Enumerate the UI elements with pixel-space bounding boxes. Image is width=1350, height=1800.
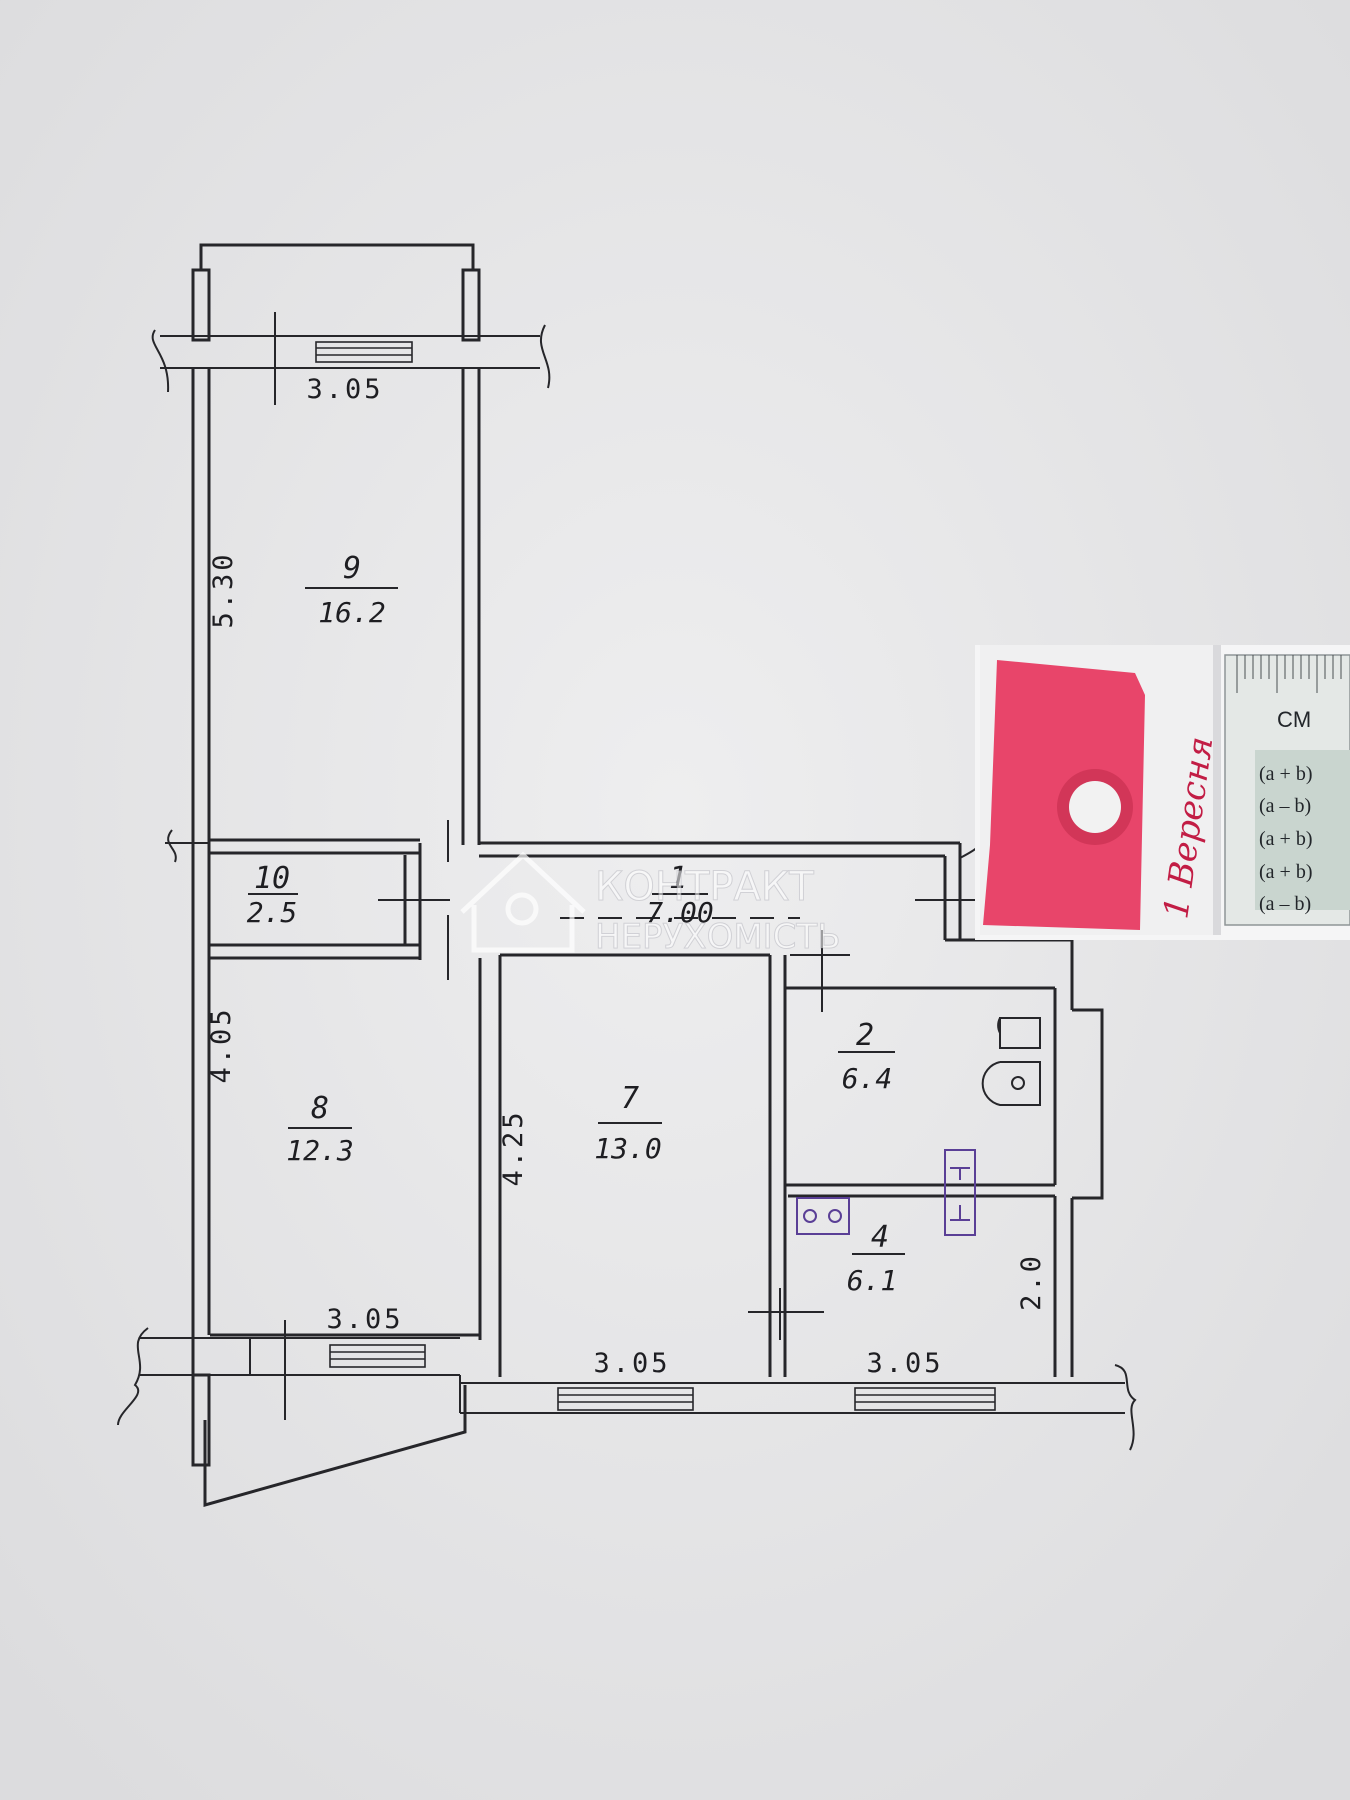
toilet-icon: [997, 1017, 1041, 1049]
bathroom-fixtures: [981, 1017, 1041, 1106]
dimension-room9-width: 3.05: [306, 374, 383, 405]
room-number: 2: [856, 1018, 874, 1053]
top-wall: [151, 312, 551, 405]
dimension-room8-length: 4.05: [206, 1006, 237, 1083]
room-number: 4: [871, 1220, 889, 1255]
dimension-room8-width: 3.05: [326, 1304, 403, 1335]
formula-4: (a + b): [1259, 861, 1312, 883]
watermark: КОНТРАКТ НЕРУХОМІСТЬ: [460, 851, 841, 958]
room-9-walls: [191, 368, 481, 1462]
bottom-wall: [117, 1320, 1137, 1451]
room-number: 8: [311, 1091, 329, 1126]
room-number: 7: [621, 1081, 639, 1116]
sink-icon: [981, 1061, 1041, 1106]
dimension-room9-length: 5.30: [208, 551, 239, 628]
watermark-line2: НЕРУХОМІСТЬ: [595, 917, 841, 957]
room-label-1: 1 7.00: [646, 861, 713, 929]
dimension-room4-length: 2.0: [1016, 1253, 1047, 1311]
room-label-2: 2 6.4: [838, 1018, 895, 1095]
balcony-top: [191, 243, 481, 342]
dimension-room7-length: 4.25: [498, 1109, 529, 1186]
sticker: 1 Вересня CM (a + b) (a – b) (a + b) (a …: [975, 645, 1350, 940]
room-area: 12.3: [286, 1134, 353, 1167]
room-area: 6.4: [842, 1062, 893, 1095]
room-number: 10: [254, 861, 290, 896]
room-label-8: 8 12.3: [286, 1091, 353, 1167]
dimension-room7-width: 3.05: [593, 1348, 670, 1379]
corridor-walls: [165, 820, 983, 980]
ruler: CM (a + b) (a – b) (a + b) (a + b) (a – …: [1224, 654, 1350, 926]
house-key-icon: [460, 851, 586, 953]
room-number: 1: [669, 861, 687, 896]
room-label-4: 4 6.1: [847, 1220, 905, 1297]
room-label-10: 10 2.5: [247, 861, 298, 929]
formula-3: (a + b): [1259, 828, 1312, 850]
ruler-unit: CM: [1277, 707, 1311, 732]
room-area: 6.1: [847, 1264, 898, 1297]
ruler-ticks: [1236, 655, 1342, 693]
formula-2: (a – b): [1259, 795, 1311, 817]
room-area: 2.5: [247, 896, 298, 929]
formula-1: (a + b): [1259, 763, 1312, 785]
room-label-7: 7 13.0: [594, 1081, 662, 1165]
room-number: 9: [343, 551, 361, 586]
balcony-bottom: [191, 1373, 467, 1507]
room-area: 7.00: [646, 896, 713, 929]
stove-stamp: [796, 1197, 850, 1235]
dimension-room4-width: 3.05: [866, 1348, 943, 1379]
boiler-stamp: [944, 1149, 976, 1236]
room-area: 16.2: [318, 596, 385, 629]
formula-5: (a – b): [1259, 893, 1311, 915]
room-label-9: 9 16.2: [305, 551, 398, 629]
room-area: 13.0: [594, 1132, 661, 1165]
watermark-line1: КОНТРАКТ: [595, 864, 814, 910]
lower-walls: [210, 930, 1104, 1377]
